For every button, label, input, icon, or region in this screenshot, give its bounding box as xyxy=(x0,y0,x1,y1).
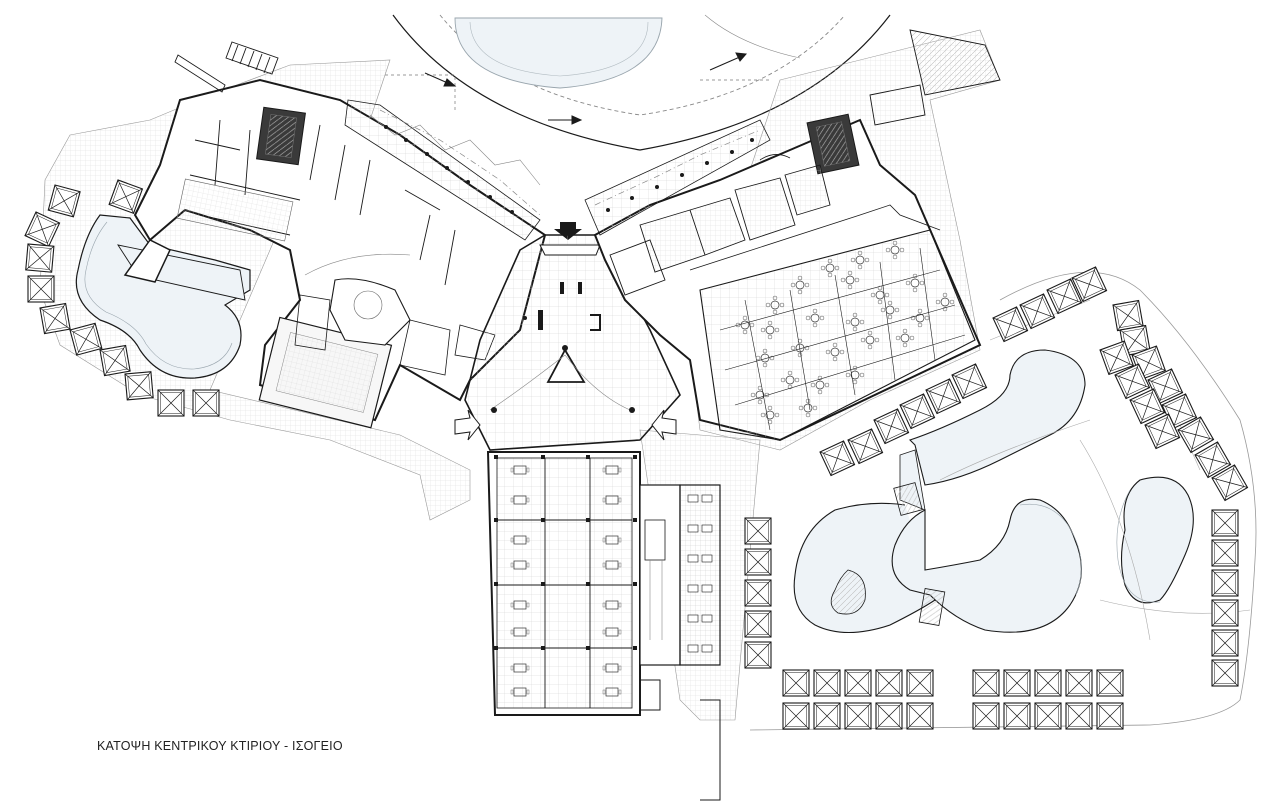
traffic-arrows xyxy=(424,52,748,125)
left-wing xyxy=(123,78,547,429)
right-pools xyxy=(749,271,1257,731)
south-wing xyxy=(486,451,721,801)
left-colonnade xyxy=(344,99,541,241)
entrance-arrow xyxy=(554,222,582,240)
restaurant-area xyxy=(699,229,976,441)
service-stairs xyxy=(174,29,1001,96)
drawing-title: ΚΑΤΟΨΗ ΚΕΝΤΡΙΚΟΥ ΚΤΙΡΙΟΥ - ΙΣΟΓΕΙΟ xyxy=(97,739,343,753)
right-colonnade xyxy=(584,84,926,236)
